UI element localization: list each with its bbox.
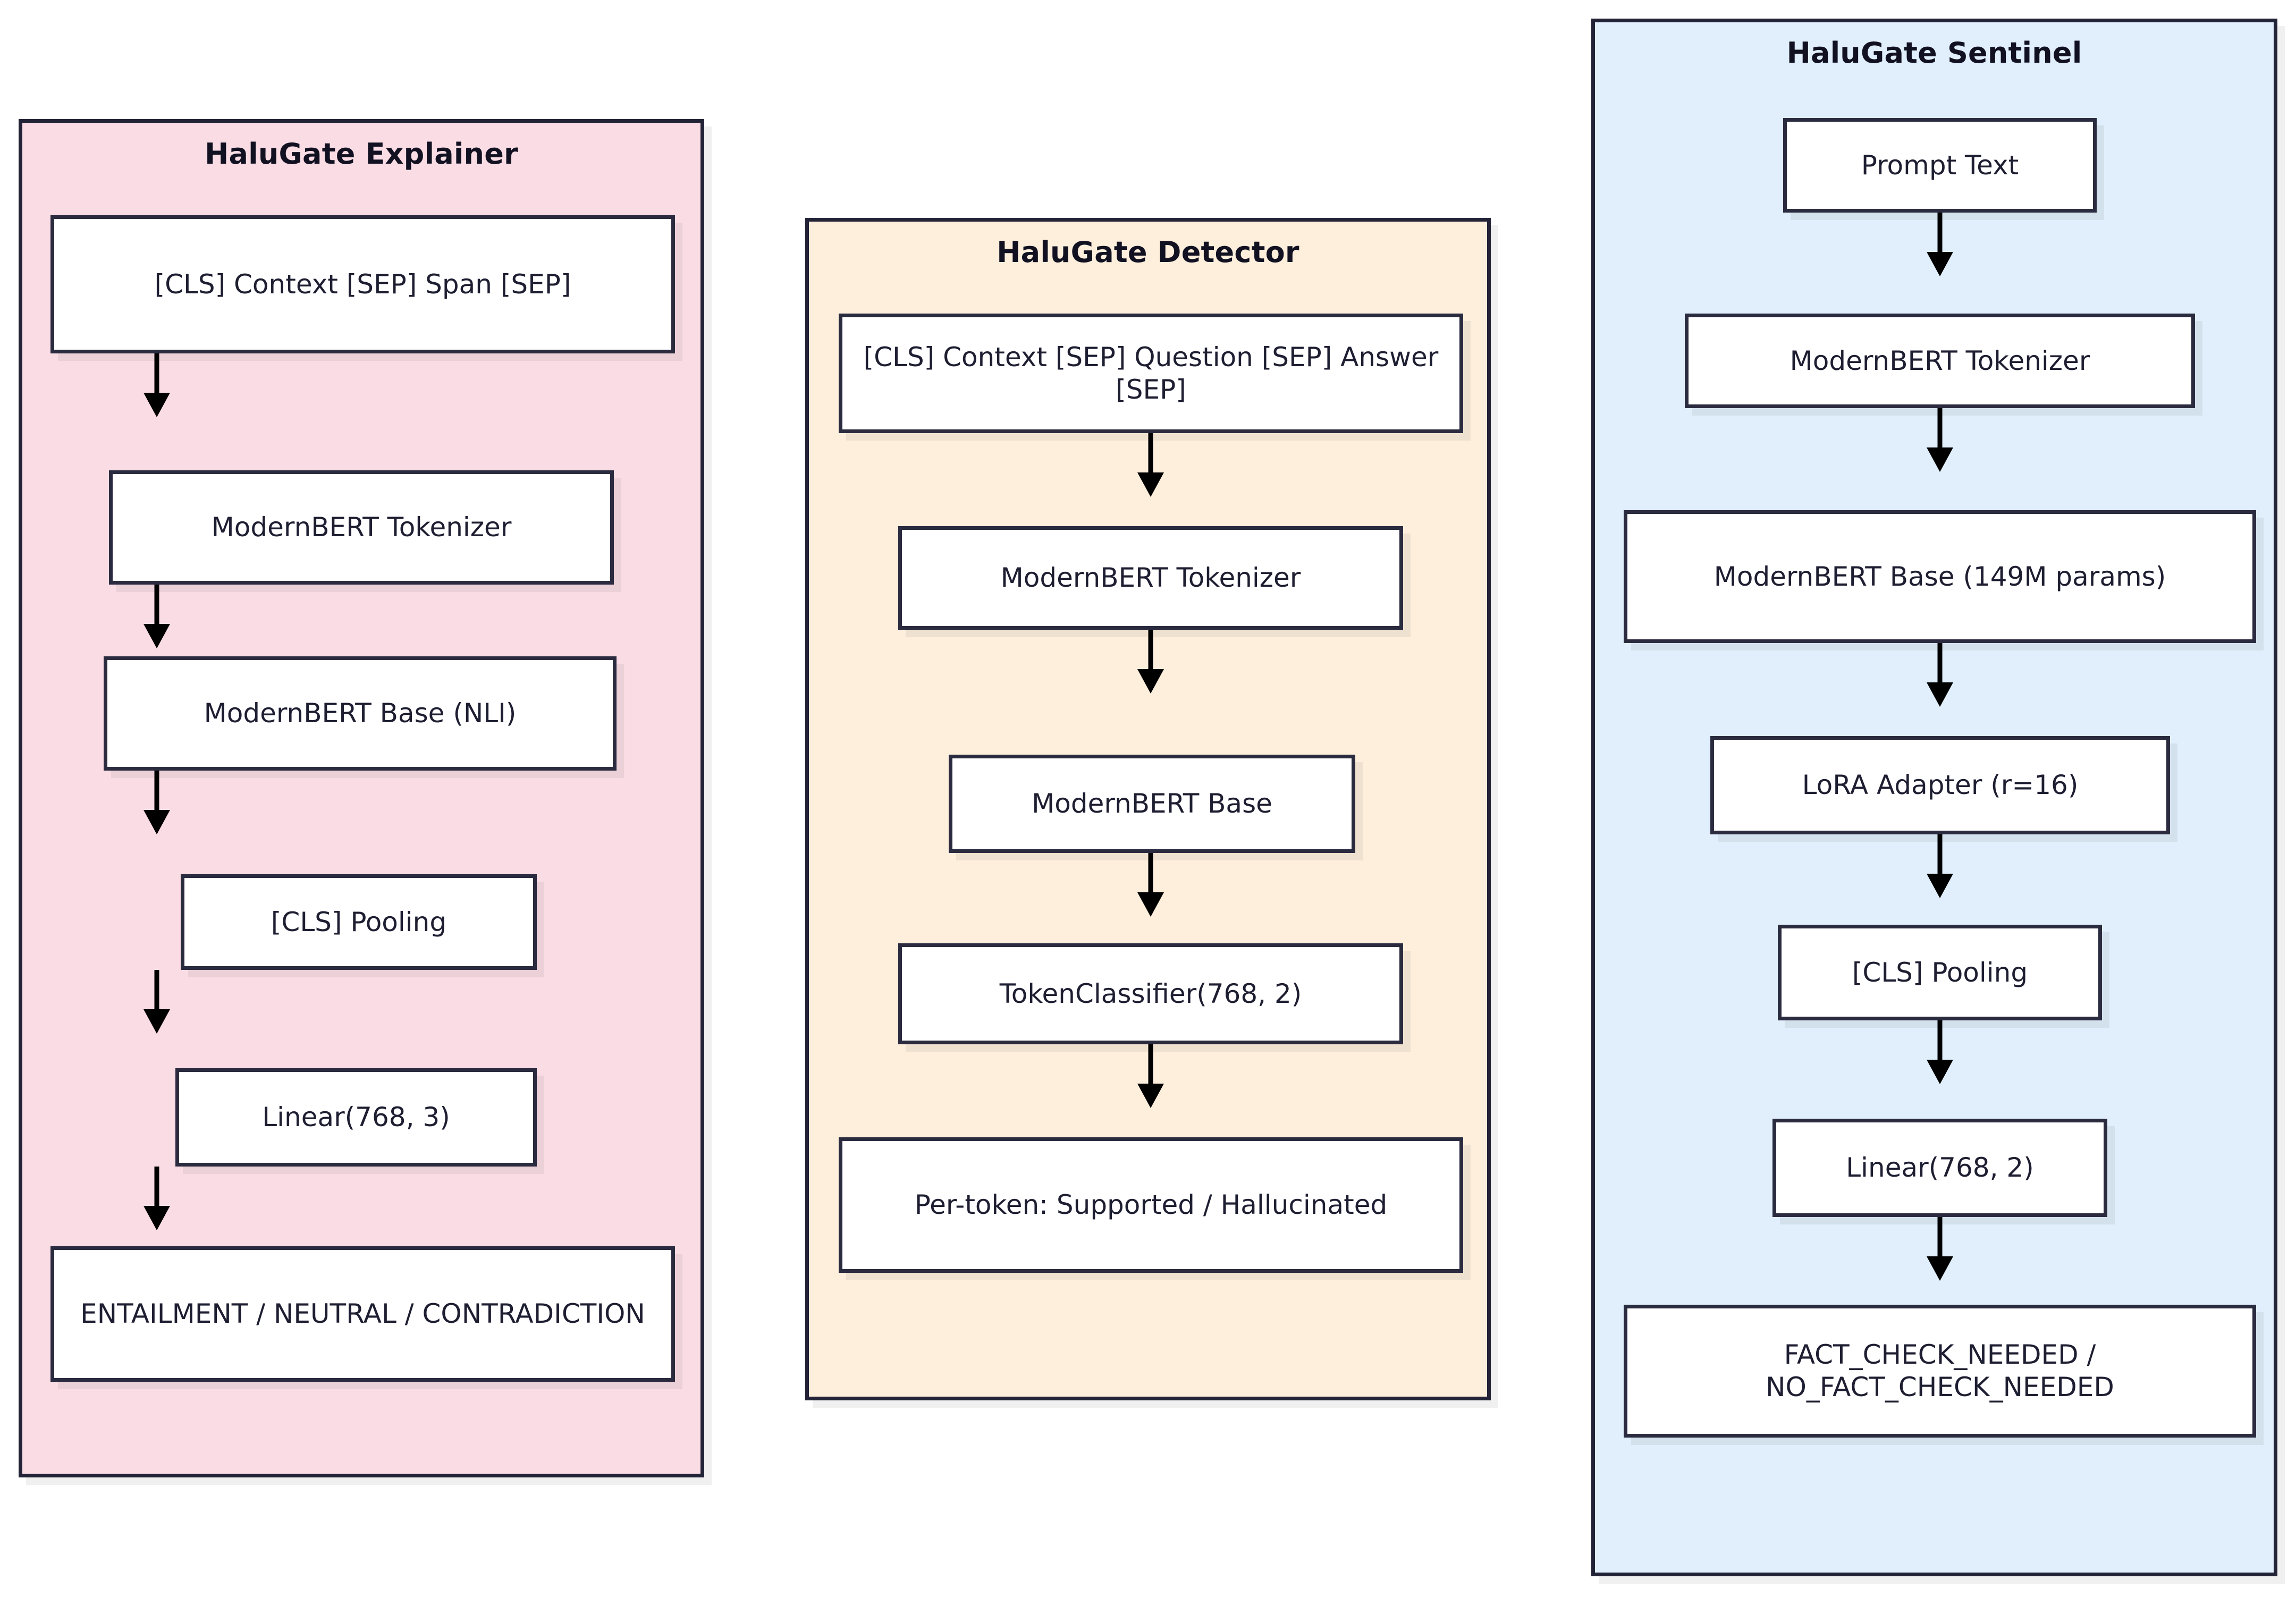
arrow-exp-input-to-tokenizer xyxy=(130,353,183,417)
node-sen-tokenizer[interactable]: ModernBERT Tokenizer xyxy=(1685,314,2195,408)
node-det-output[interactable]: Per-token: Supported / Hallucinated xyxy=(839,1137,1463,1273)
node-label: ModernBERT Tokenizer xyxy=(1789,345,2090,376)
node-label: ModernBERT Base (NLI) xyxy=(204,698,517,729)
arrow-det-tokenizer-to-base xyxy=(1124,630,1177,694)
node-sen-prompt[interactable]: Prompt Text xyxy=(1783,118,2097,213)
arrow-exp-linear-to-output xyxy=(130,1167,183,1230)
node-exp-input[interactable]: [CLS] Context [SEP] Span [SEP] xyxy=(50,215,675,353)
node-sen-pooling[interactable]: [CLS] Pooling xyxy=(1778,925,2102,1020)
arrow-det-input-to-tokenizer xyxy=(1124,433,1177,497)
arrow-sen-lora-to-pooling xyxy=(1913,834,1966,898)
node-label: ModernBERT Tokenizer xyxy=(1000,562,1301,593)
node-label: [CLS] Pooling xyxy=(1852,957,2028,988)
node-sen-base[interactable]: ModernBERT Base (149M params) xyxy=(1624,510,2256,643)
node-label: TokenClassifier(768, 2) xyxy=(999,978,1302,1009)
node-label: [CLS] Pooling xyxy=(271,906,447,937)
arrow-sen-tokenizer-to-base xyxy=(1913,408,1966,472)
node-label: FACT_CHECK_NEEDED / NO_FACT_CHECK_NEEDED xyxy=(1766,1339,2114,1402)
arrow-sen-prompt-to-tokenizer xyxy=(1913,213,1966,276)
node-exp-pooling[interactable]: [CLS] Pooling xyxy=(181,874,537,970)
node-exp-output[interactable]: ENTAILMENT / NEUTRAL / CONTRADICTION xyxy=(50,1246,675,1382)
node-exp-linear[interactable]: Linear(768, 3) xyxy=(175,1068,537,1167)
node-label: ModernBERT Base (149M params) xyxy=(1713,561,2166,592)
node-label: ModernBERT Base xyxy=(1032,788,1272,819)
node-label: Linear(768, 3) xyxy=(262,1102,450,1133)
node-label: Linear(768, 2) xyxy=(1846,1152,2034,1183)
node-label: Per-token: Supported / Hallucinated xyxy=(914,1189,1388,1220)
arrow-sen-pooling-to-linear xyxy=(1913,1020,1966,1084)
arrow-det-classifier-to-output xyxy=(1124,1044,1177,1108)
node-sen-output[interactable]: FACT_CHECK_NEEDED / NO_FACT_CHECK_NEEDED xyxy=(1624,1305,2256,1438)
node-exp-tokenizer[interactable]: ModernBERT Tokenizer xyxy=(109,470,614,585)
arrow-exp-tokenizer-to-base xyxy=(130,585,183,648)
node-label: ENTAILMENT / NEUTRAL / CONTRADICTION xyxy=(80,1298,645,1329)
node-sen-linear[interactable]: Linear(768, 2) xyxy=(1772,1119,2107,1217)
node-det-tokenizer[interactable]: ModernBERT Tokenizer xyxy=(898,526,1403,630)
subgraph-title-sentinel: HaluGate Sentinel xyxy=(1786,36,2082,70)
node-label: ModernBERT Tokenizer xyxy=(211,512,512,543)
arrow-det-base-to-classifier xyxy=(1124,853,1177,917)
node-det-base[interactable]: ModernBERT Base xyxy=(949,755,1355,853)
node-exp-base[interactable]: ModernBERT Base (NLI) xyxy=(104,656,617,771)
node-label: [CLS] Context [SEP] Question [SEP] Answe… xyxy=(863,341,1439,405)
node-label: [CLS] Context [SEP] Span [SEP] xyxy=(154,268,571,300)
arrow-sen-linear-to-output xyxy=(1913,1217,1966,1281)
subgraph-title-explainer: HaluGate Explainer xyxy=(205,137,518,171)
node-label: LoRA Adapter (r=16) xyxy=(1802,770,2079,800)
node-det-classifier[interactable]: TokenClassifier(768, 2) xyxy=(898,943,1403,1044)
subgraph-title-detector: HaluGate Detector xyxy=(997,235,1299,269)
node-det-input[interactable]: [CLS] Context [SEP] Question [SEP] Answe… xyxy=(839,314,1463,433)
arrow-exp-base-to-pooling xyxy=(130,771,183,834)
arrow-exp-pooling-to-linear xyxy=(130,970,183,1034)
node-label: Prompt Text xyxy=(1861,149,2019,181)
node-sen-lora[interactable]: LoRA Adapter (r=16) xyxy=(1710,736,2170,834)
arrow-sen-base-to-lora xyxy=(1913,643,1966,707)
